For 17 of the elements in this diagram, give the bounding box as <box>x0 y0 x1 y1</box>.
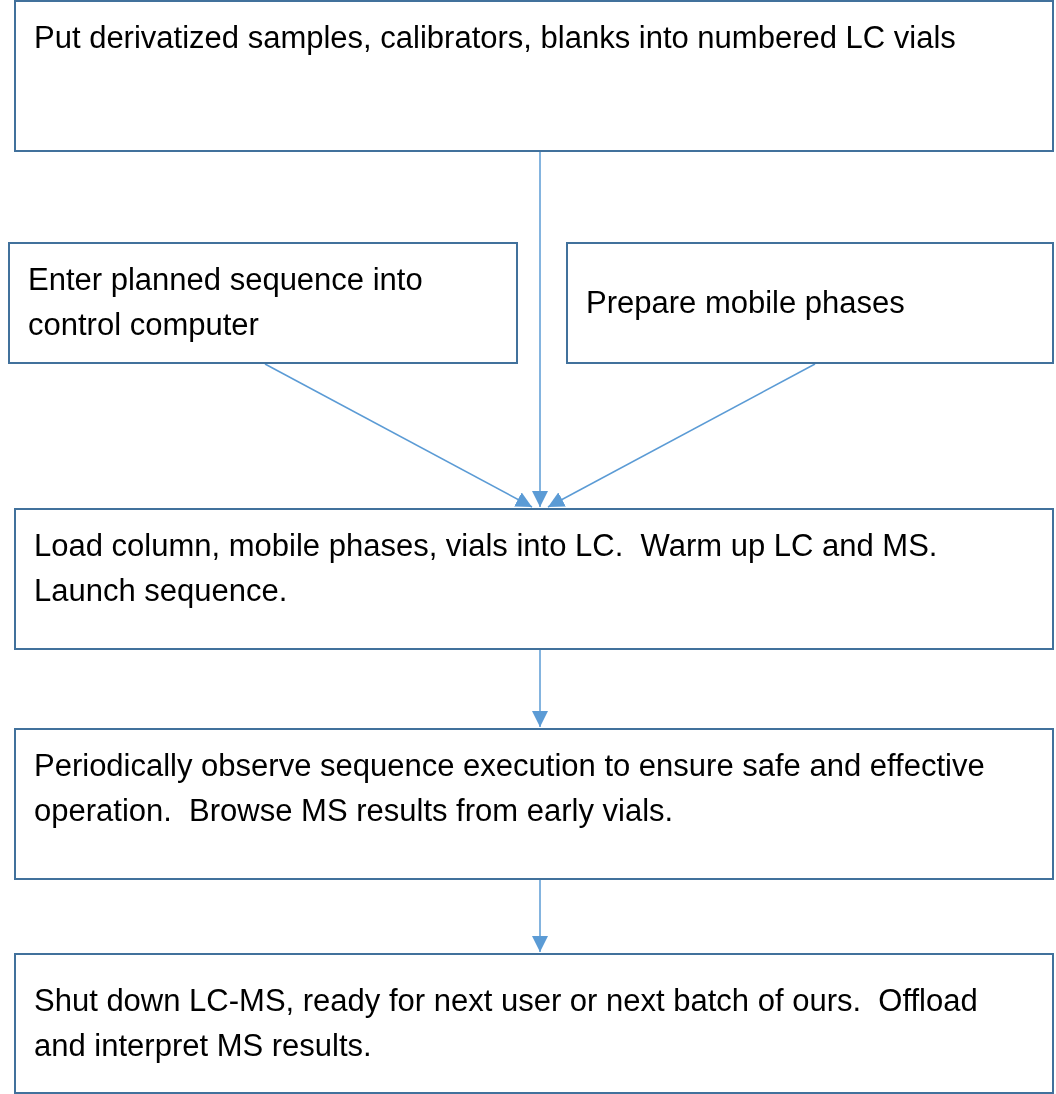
arrow <box>547 363 816 508</box>
arrow <box>532 151 548 508</box>
step-text: Prepare mobile phases <box>586 283 906 322</box>
step-text: Load column, mobile phases, vials into LC. Warm up LC and MS. Launch sequence. <box>34 527 939 610</box>
arrow <box>532 879 548 953</box>
step-text: Shut down LC-MS, ready for next user or next batch of ours. Offload and interpret MS results. <box>34 981 979 1065</box>
step-text: Periodically observe sequence execution to ensure safe and effective operation. Browse MS results from early vials. <box>34 747 986 830</box>
process-box <box>14 508 1054 650</box>
arrow <box>264 363 533 508</box>
process-box <box>566 242 1054 364</box>
process-box <box>14 953 1054 1094</box>
arrow <box>532 649 548 728</box>
process-box <box>14 0 1054 152</box>
step-text: Put derivatized samples, calibrators, blanks into numbered LC vials <box>34 19 957 57</box>
process-box <box>8 242 518 364</box>
step-text: Enter planned sequence into control computer <box>28 261 424 344</box>
process-box <box>14 728 1054 880</box>
